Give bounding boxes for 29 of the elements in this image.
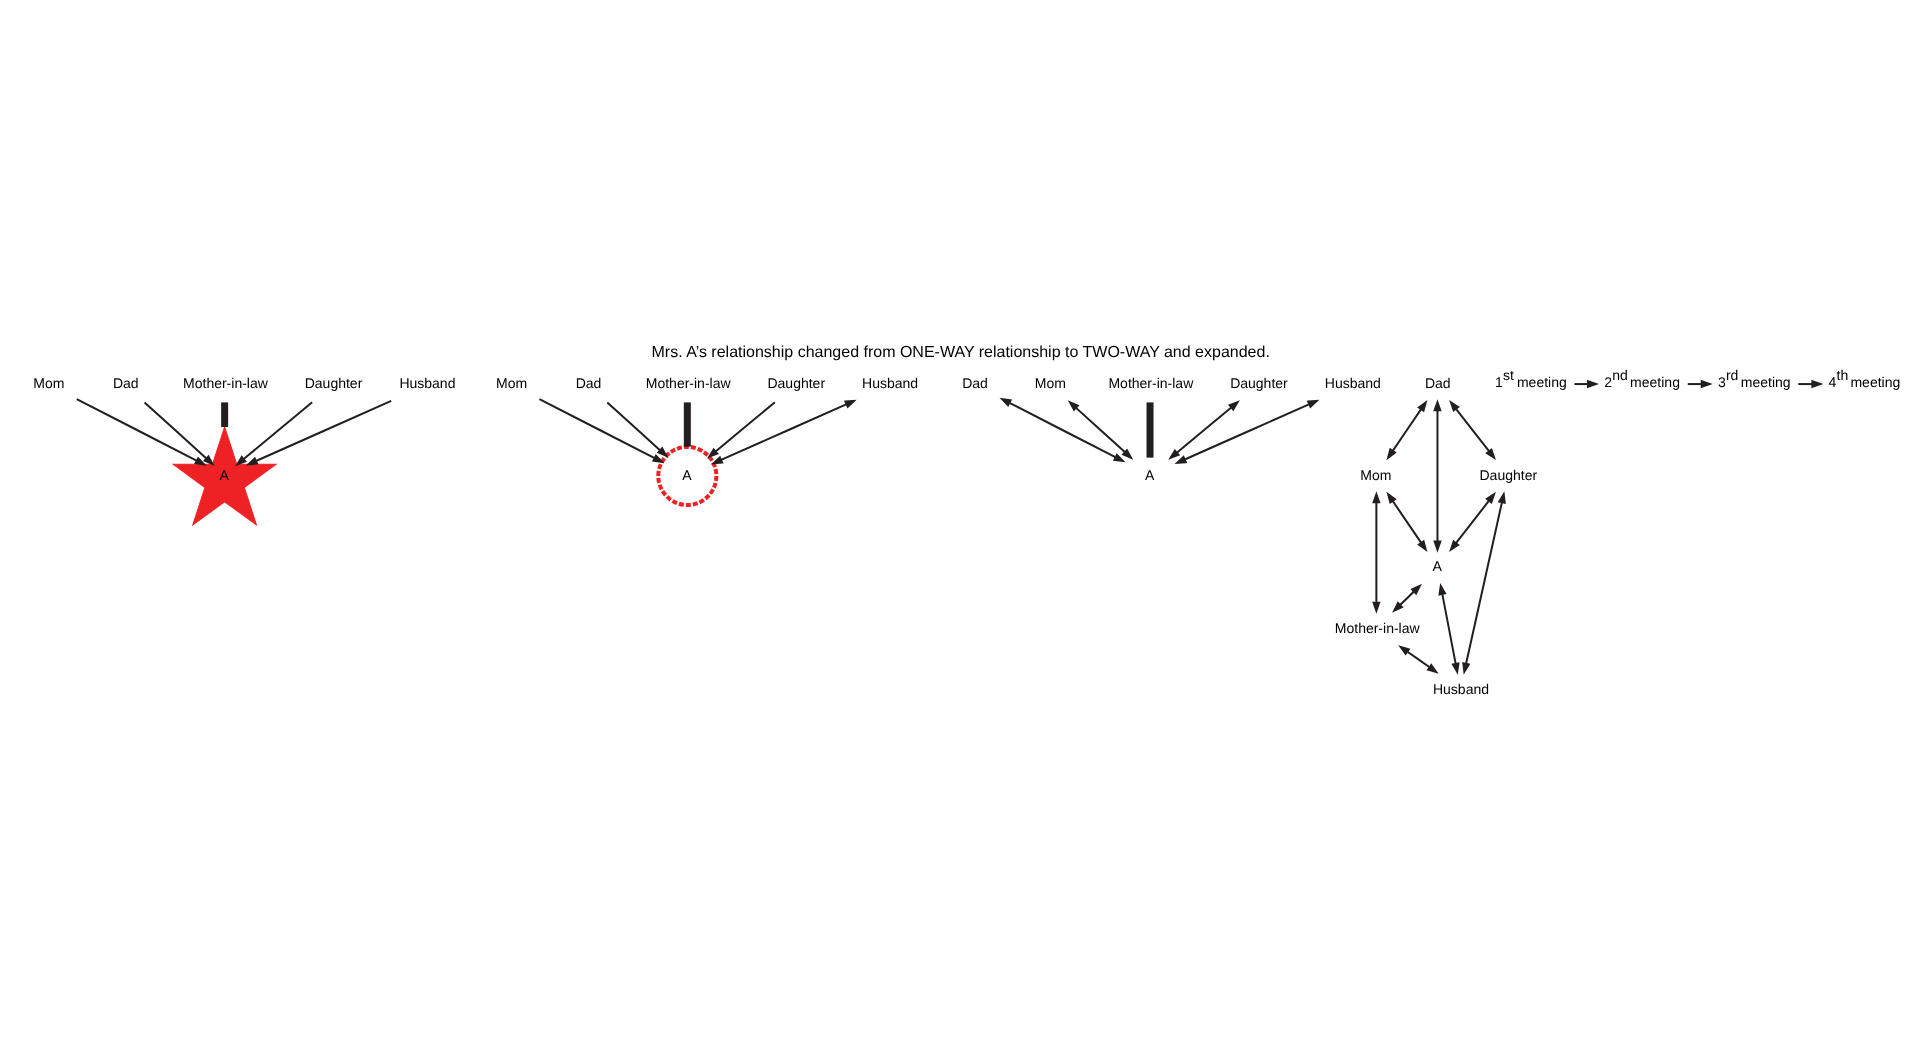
arrow <box>710 398 857 464</box>
arrow <box>143 400 215 465</box>
arrow <box>1462 490 1506 674</box>
arrow <box>1067 399 1134 459</box>
arrow <box>245 398 393 465</box>
arrow <box>1438 582 1460 674</box>
arrow <box>1174 398 1320 464</box>
arrow <box>1168 399 1240 459</box>
arrow <box>1449 399 1496 460</box>
arrow <box>1398 644 1439 673</box>
arrow <box>1449 490 1496 551</box>
arrow <box>606 400 669 457</box>
connector <box>1146 401 1154 457</box>
arrow <box>999 396 1126 462</box>
arrow <box>1797 378 1824 388</box>
arrow <box>1686 378 1713 388</box>
diagram-title: Mrs. A’s relationship changed from ONE-WAY relationship to TWO-WAY and expanded. <box>651 341 1270 360</box>
arrow <box>235 400 314 466</box>
arrow <box>75 397 207 465</box>
arrow <box>538 397 665 463</box>
arrow <box>1386 490 1428 551</box>
arrow <box>1392 582 1422 612</box>
arrow <box>1372 490 1381 613</box>
arrow <box>707 400 776 458</box>
connector <box>683 401 691 446</box>
connector <box>221 401 229 426</box>
arrow <box>1573 378 1600 388</box>
arrow <box>1386 398 1428 460</box>
arrow <box>1433 398 1442 552</box>
